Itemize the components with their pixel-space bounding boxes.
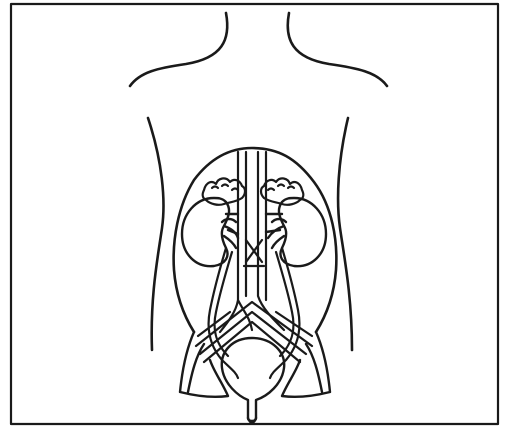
torso-outline [148,118,352,350]
right-kidney [279,198,326,266]
bladder-outline [222,338,284,421]
right-shoulder-outline [288,13,387,86]
right-waist-outline [338,118,352,350]
kidneys [182,198,326,266]
great-vessels [220,152,284,332]
left-shoulder-outline [130,13,227,86]
pelvic-bands [196,302,312,362]
figure-border [11,4,498,424]
right-iliac-inner [306,344,322,392]
shoulders [130,13,387,86]
bladder [222,338,284,423]
left-kidney [182,198,229,266]
adrenal-glands [203,178,304,204]
left-iliac-inner [188,344,204,392]
left-waist-outline [148,118,163,350]
